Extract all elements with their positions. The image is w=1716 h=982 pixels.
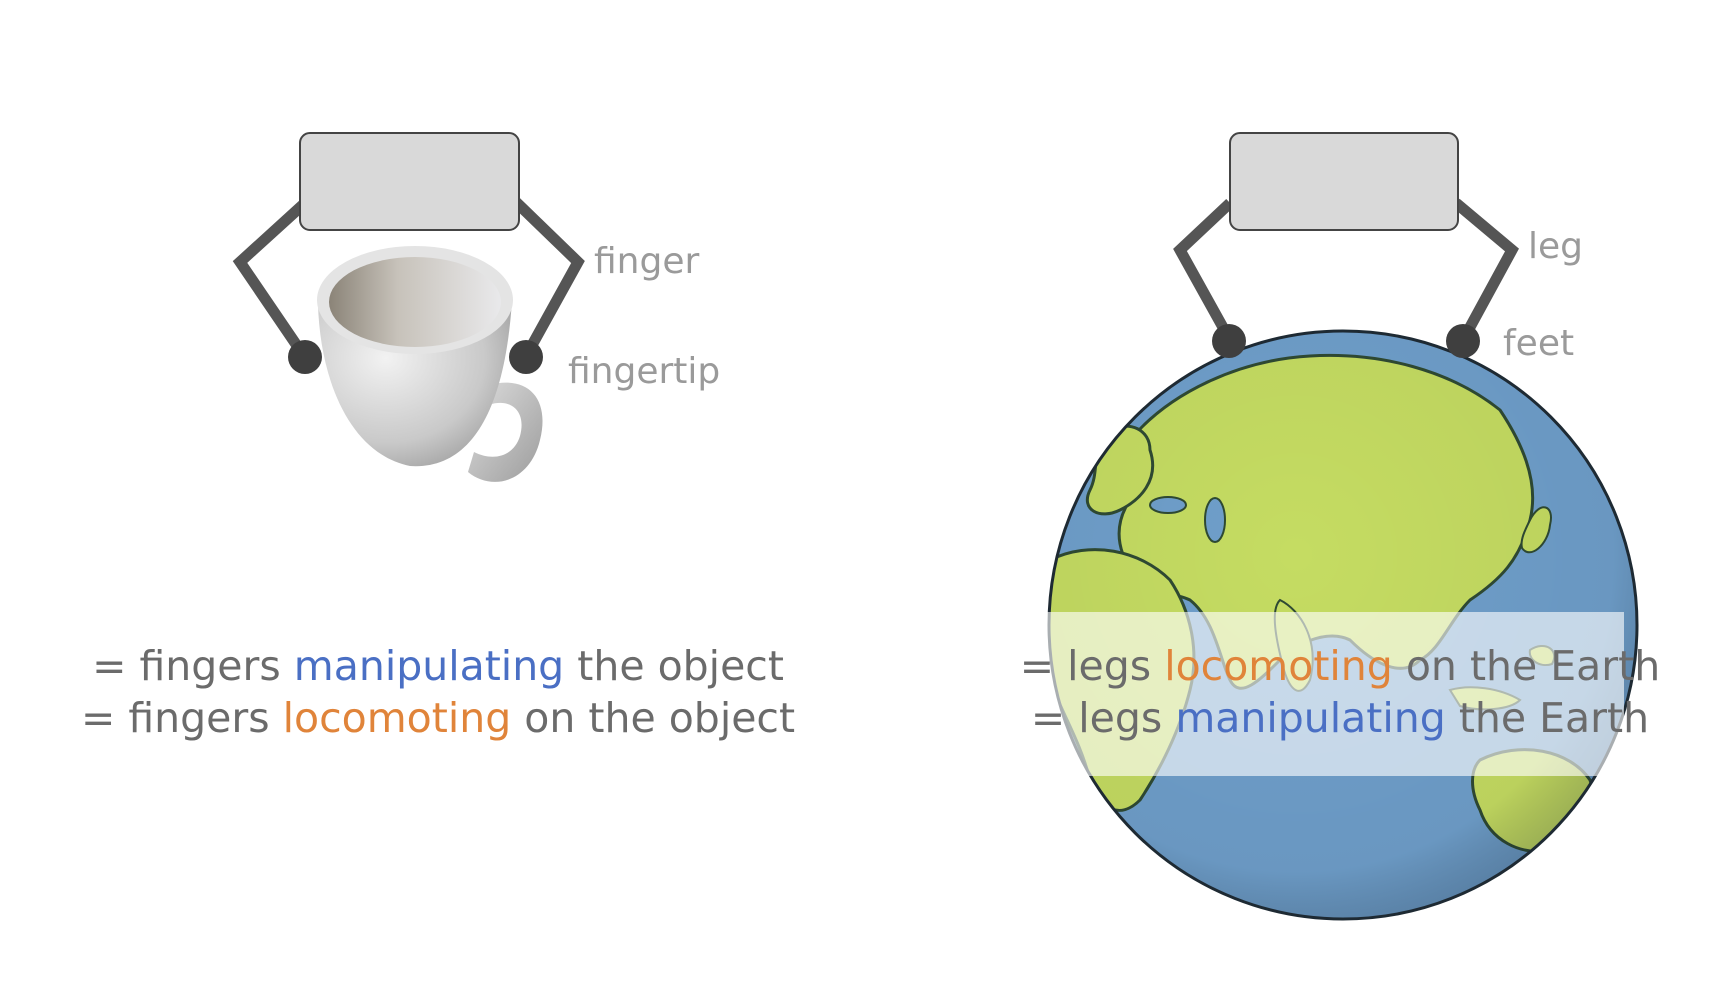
foot-right	[1446, 324, 1480, 358]
foot-left	[1212, 324, 1246, 358]
right-caption-line2-prefix: = legs	[1030, 694, 1176, 742]
right-caption-line1-suffix: on the Earth	[1392, 642, 1661, 690]
cup-image	[317, 246, 543, 482]
left-caption-line1: = fingers manipulating the object	[40, 640, 836, 692]
leg-right	[1452, 198, 1519, 343]
right-caption: = legs locomoting on the Earth = legs ma…	[980, 640, 1700, 744]
leg-label: leg	[1528, 226, 1584, 267]
fingertip-right	[509, 340, 543, 374]
right-legged-robot	[1173, 132, 1519, 358]
left-caption-line2: = fingers locomoting on the object	[40, 692, 836, 744]
right-caption-line2-highlight: manipulating	[1175, 694, 1446, 742]
left-caption-line2-highlight: locomoting	[282, 694, 512, 742]
left-caption-line2-suffix: on the object	[511, 694, 796, 742]
cup-inside	[329, 257, 501, 347]
left-caption-line1-prefix: = fingers	[92, 642, 294, 690]
feet-label: feet	[1503, 323, 1575, 364]
left-caption-line1-suffix: the object	[564, 642, 784, 690]
fingertip-left	[288, 340, 322, 374]
fingertip-label: fingertip	[568, 351, 721, 392]
leg-left	[1173, 198, 1235, 343]
gripper-body	[299, 132, 520, 231]
left-caption: = fingers manipulating the object = fing…	[40, 640, 836, 744]
finger-right	[512, 198, 585, 359]
cup-handle	[468, 382, 543, 482]
right-caption-line1-highlight: locomoting	[1164, 642, 1393, 690]
right-caption-line2: = legs manipulating the Earth	[980, 692, 1700, 744]
finger-left	[232, 197, 310, 360]
left-gripper	[232, 132, 585, 360]
right-caption-line2-suffix: the Earth	[1445, 694, 1650, 742]
left-caption-line2-prefix: = fingers	[80, 694, 283, 742]
caption-backdrop	[1046, 612, 1624, 776]
robot-body	[1229, 132, 1459, 231]
finger-label: finger	[594, 241, 700, 282]
left-caption-line1-highlight: manipulating	[293, 642, 565, 690]
right-caption-line1: = legs locomoting on the Earth	[980, 640, 1700, 692]
right-caption-line1-prefix: = legs	[1019, 642, 1165, 690]
